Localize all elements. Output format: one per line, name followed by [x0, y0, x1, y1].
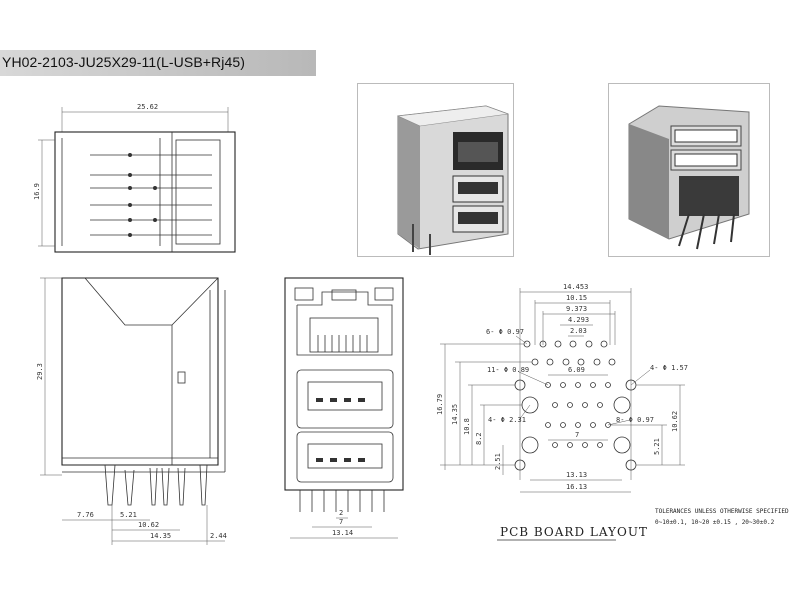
pcb-hdim-7: 7 — [575, 431, 579, 439]
top-view: 25.62 16.9 — [33, 103, 236, 253]
pcb-hdim-4: 4.293 — [568, 316, 589, 324]
side-dim-2: 5.21 — [120, 511, 137, 519]
side-dim-3: 10.62 — [138, 521, 159, 529]
pcb-hole-label-1: 6- Φ 0.97 — [486, 328, 524, 336]
pcb-hdim-1: 14.453 — [563, 283, 588, 291]
front-dim-3: 13.14 — [332, 529, 353, 537]
tolerances-line-2: 0~10±0.1, 10~20 ±0.15 , 20~30±0.2 — [655, 519, 775, 526]
front-dim-1: 2 — [339, 509, 343, 517]
pcb-layout-title: PCB BOARD LAYOUT — [500, 525, 648, 539]
pcb-vdim-2: 14.35 — [451, 404, 459, 425]
pcb-vdim-1: 16.79 — [436, 394, 444, 415]
connector-front-photo-art — [396, 105, 509, 255]
side-height-dim: 29.3 — [36, 363, 44, 380]
side-dim-5: 2.44 — [210, 532, 227, 540]
top-width-dim: 25.62 — [137, 103, 158, 111]
pcb-vdim-7: 5.21 — [653, 438, 661, 455]
pcb-layout: 14.453 10.15 9.373 4.293 2.03 — [436, 283, 688, 493]
pcb-hole-label-2: 11- Φ 0.89 — [487, 366, 529, 374]
pcb-hdim-5: 2.03 — [570, 327, 587, 335]
pcb-vdim-4: 8.2 — [475, 432, 483, 445]
pcb-hdim-9: 16.13 — [566, 483, 587, 491]
pcb-vdim-3: 10.8 — [463, 418, 471, 435]
front-dim-2: 7 — [339, 518, 343, 526]
pcb-hole-label-3: 4- Φ 2.31 — [488, 416, 526, 424]
pcb-vdim-5: 2.51 — [494, 453, 502, 470]
pcb-hole-label-5: 8- Φ 0.97 — [616, 416, 654, 424]
tolerances-line-1: TOLERANCES UNLESS OTHERWISE SPECIFIED — [655, 508, 789, 515]
pcb-hdim-2: 10.15 — [566, 294, 587, 302]
side-dim-1: 7.76 — [77, 511, 94, 519]
title-bar: YH02-2103-JU25X29-11(L-USB+Rj45) — [0, 50, 316, 76]
part-number-title: YH02-2103-JU25X29-11(L-USB+Rj45) — [2, 54, 246, 70]
product-photo-front — [357, 83, 514, 257]
side-dim-4: 14.35 — [150, 532, 171, 540]
pcb-hole-label-4: 4- Φ 1.57 — [650, 364, 688, 372]
product-photo-rear — [608, 83, 770, 257]
connector-rear-photo-art — [628, 105, 750, 250]
pcb-hdim-3: 9.373 — [566, 305, 587, 313]
front-view: 2 7 13.14 — [284, 277, 404, 539]
pcb-vdim-6: 10.62 — [671, 411, 679, 432]
pcb-hdim-8: 13.13 — [566, 471, 587, 479]
pcb-hdim-6: 6.09 — [568, 366, 585, 374]
side-view: 29.3 7.76 5.21 10.62 14.35 2.44 — [36, 277, 227, 545]
top-height-dim: 16.9 — [33, 183, 41, 200]
